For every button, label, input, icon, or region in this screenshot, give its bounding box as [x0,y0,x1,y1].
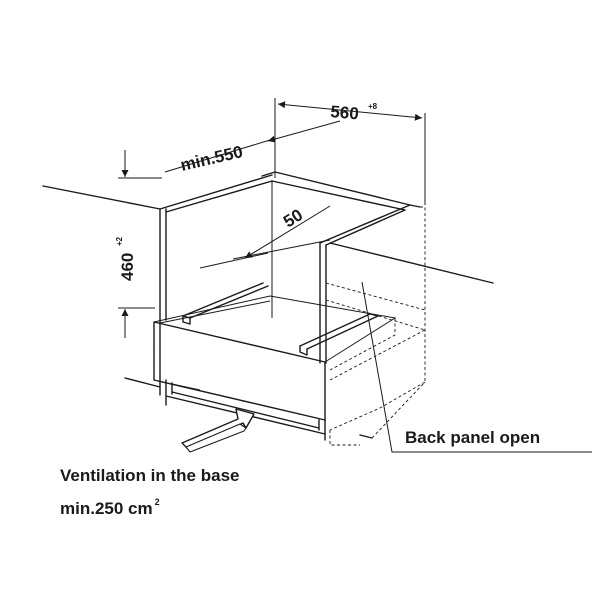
back-panel-leader [361,281,592,453]
dim-offset: 50 [199,205,331,269]
height-dimension-label: 460 [118,253,137,281]
ventilation-line1: Ventilation in the base [60,466,240,485]
depth-dimension-label: min.550 [179,142,245,175]
dim-height: 460 +2 [115,150,162,338]
height-tolerance-label: +2 [115,236,124,246]
drawer-unit [153,282,397,441]
ventilation-sup: 2 [154,497,160,507]
back-panel-label: Back panel open [405,428,541,447]
ventilation-arrow-icon [181,408,255,453]
dim-width: 560 +8 [274,98,426,205]
offset-dimension-label: 50 [280,205,306,231]
cabinet-niche [159,171,421,396]
width-dimension-label: 560 [330,102,360,123]
dim-depth: min.550 [164,120,341,175]
width-tolerance-label: +8 [368,102,378,111]
worktop-lines [42,185,494,439]
hidden-lines [325,206,426,446]
